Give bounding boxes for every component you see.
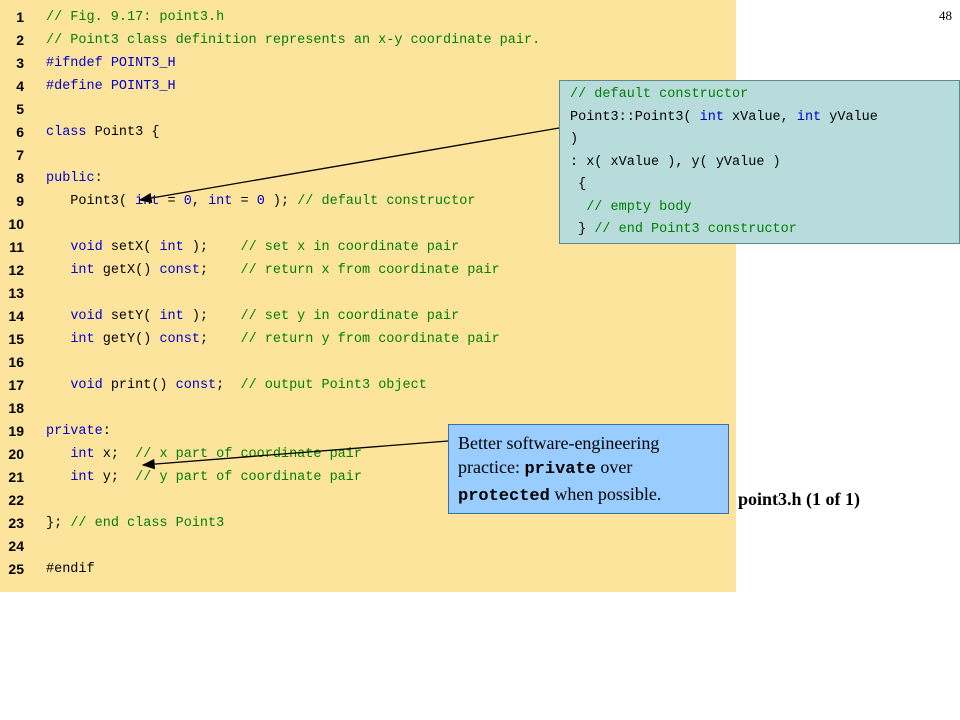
constructor-code-line: Point3::Point3( int xValue, int yValue — [570, 109, 878, 125]
line-number: 11 — [9, 239, 24, 255]
slide-number: 48 — [939, 8, 952, 23]
line-number: 1 — [16, 9, 24, 25]
file-label: point3.h (1 of 1) — [738, 489, 861, 509]
line-number: 12 — [8, 262, 24, 278]
constructor-code-line: { — [570, 177, 587, 192]
code-text: void print() const; // output Point3 obj… — [70, 378, 427, 393]
note-text-1: Better software-engineering practice: — [458, 433, 660, 477]
code-text: #endif — [46, 562, 95, 577]
code-text: private: — [46, 424, 111, 439]
line-number: 21 — [8, 469, 24, 485]
line-number: 24 — [8, 538, 24, 554]
line-number: 3 — [16, 55, 24, 71]
code-text: #define POINT3_H — [46, 79, 176, 94]
constructor-code-line: // empty body — [586, 199, 692, 215]
line-number: 2 — [16, 32, 24, 48]
constructor-code-line: } // end Point3 constructor — [570, 222, 797, 237]
code-text: #ifndef POINT3_H — [46, 56, 176, 71]
note-code-protected: protected — [458, 487, 550, 506]
code-text: void setX( int ); // set x in coordinate… — [70, 240, 460, 255]
code-text: void setY( int ); // set y in coordinate… — [70, 309, 460, 324]
line-number: 5 — [16, 101, 24, 117]
note-text-2: over — [595, 457, 633, 477]
line-number: 15 — [8, 331, 24, 347]
line-number: 23 — [8, 515, 24, 531]
line-number: 14 — [8, 308, 24, 324]
line-number: 18 — [8, 400, 24, 416]
line-number: 20 — [8, 446, 24, 462]
line-number: 19 — [8, 423, 24, 439]
line-number: 4 — [16, 78, 24, 94]
line-number: 9 — [16, 193, 24, 209]
code-text: // Fig. 9.17: point3.h — [46, 10, 225, 25]
code-text: int x; // x part of coordinate pair — [70, 447, 362, 462]
code-text: int getY() const; // return y from coord… — [70, 332, 500, 347]
code-text: class Point3 { — [46, 125, 160, 140]
line-number: 13 — [8, 285, 24, 301]
code-text: Point3( int = 0, int = 0 ); // default c… — [46, 194, 476, 209]
line-number: 7 — [16, 147, 24, 163]
line-number: 17 — [8, 377, 24, 393]
note-text-3: when possible. — [549, 484, 662, 504]
line-number: 25 — [8, 561, 24, 577]
note-callout: Better software-engineering practice: pr… — [448, 424, 729, 514]
constructor-code-line: : x( xValue ), y( yValue ) — [570, 154, 781, 170]
constructor-code-line: ) — [570, 132, 579, 147]
line-number: 22 — [8, 492, 24, 508]
code-text: public: — [46, 171, 103, 186]
code-text: }; // end class Point3 — [46, 516, 225, 531]
line-number: 16 — [8, 354, 24, 370]
line-number: 8 — [16, 170, 24, 186]
code-text: // Point3 class definition represents an… — [46, 33, 541, 48]
code-text: int y; // y part of coordinate pair — [70, 470, 362, 485]
note-code-private: private — [524, 460, 596, 479]
line-number: 6 — [16, 124, 24, 140]
code-text: int getX() const; // return x from coord… — [70, 263, 500, 278]
constructor-code-line: // default constructor — [570, 87, 749, 102]
line-number: 10 — [8, 216, 24, 232]
